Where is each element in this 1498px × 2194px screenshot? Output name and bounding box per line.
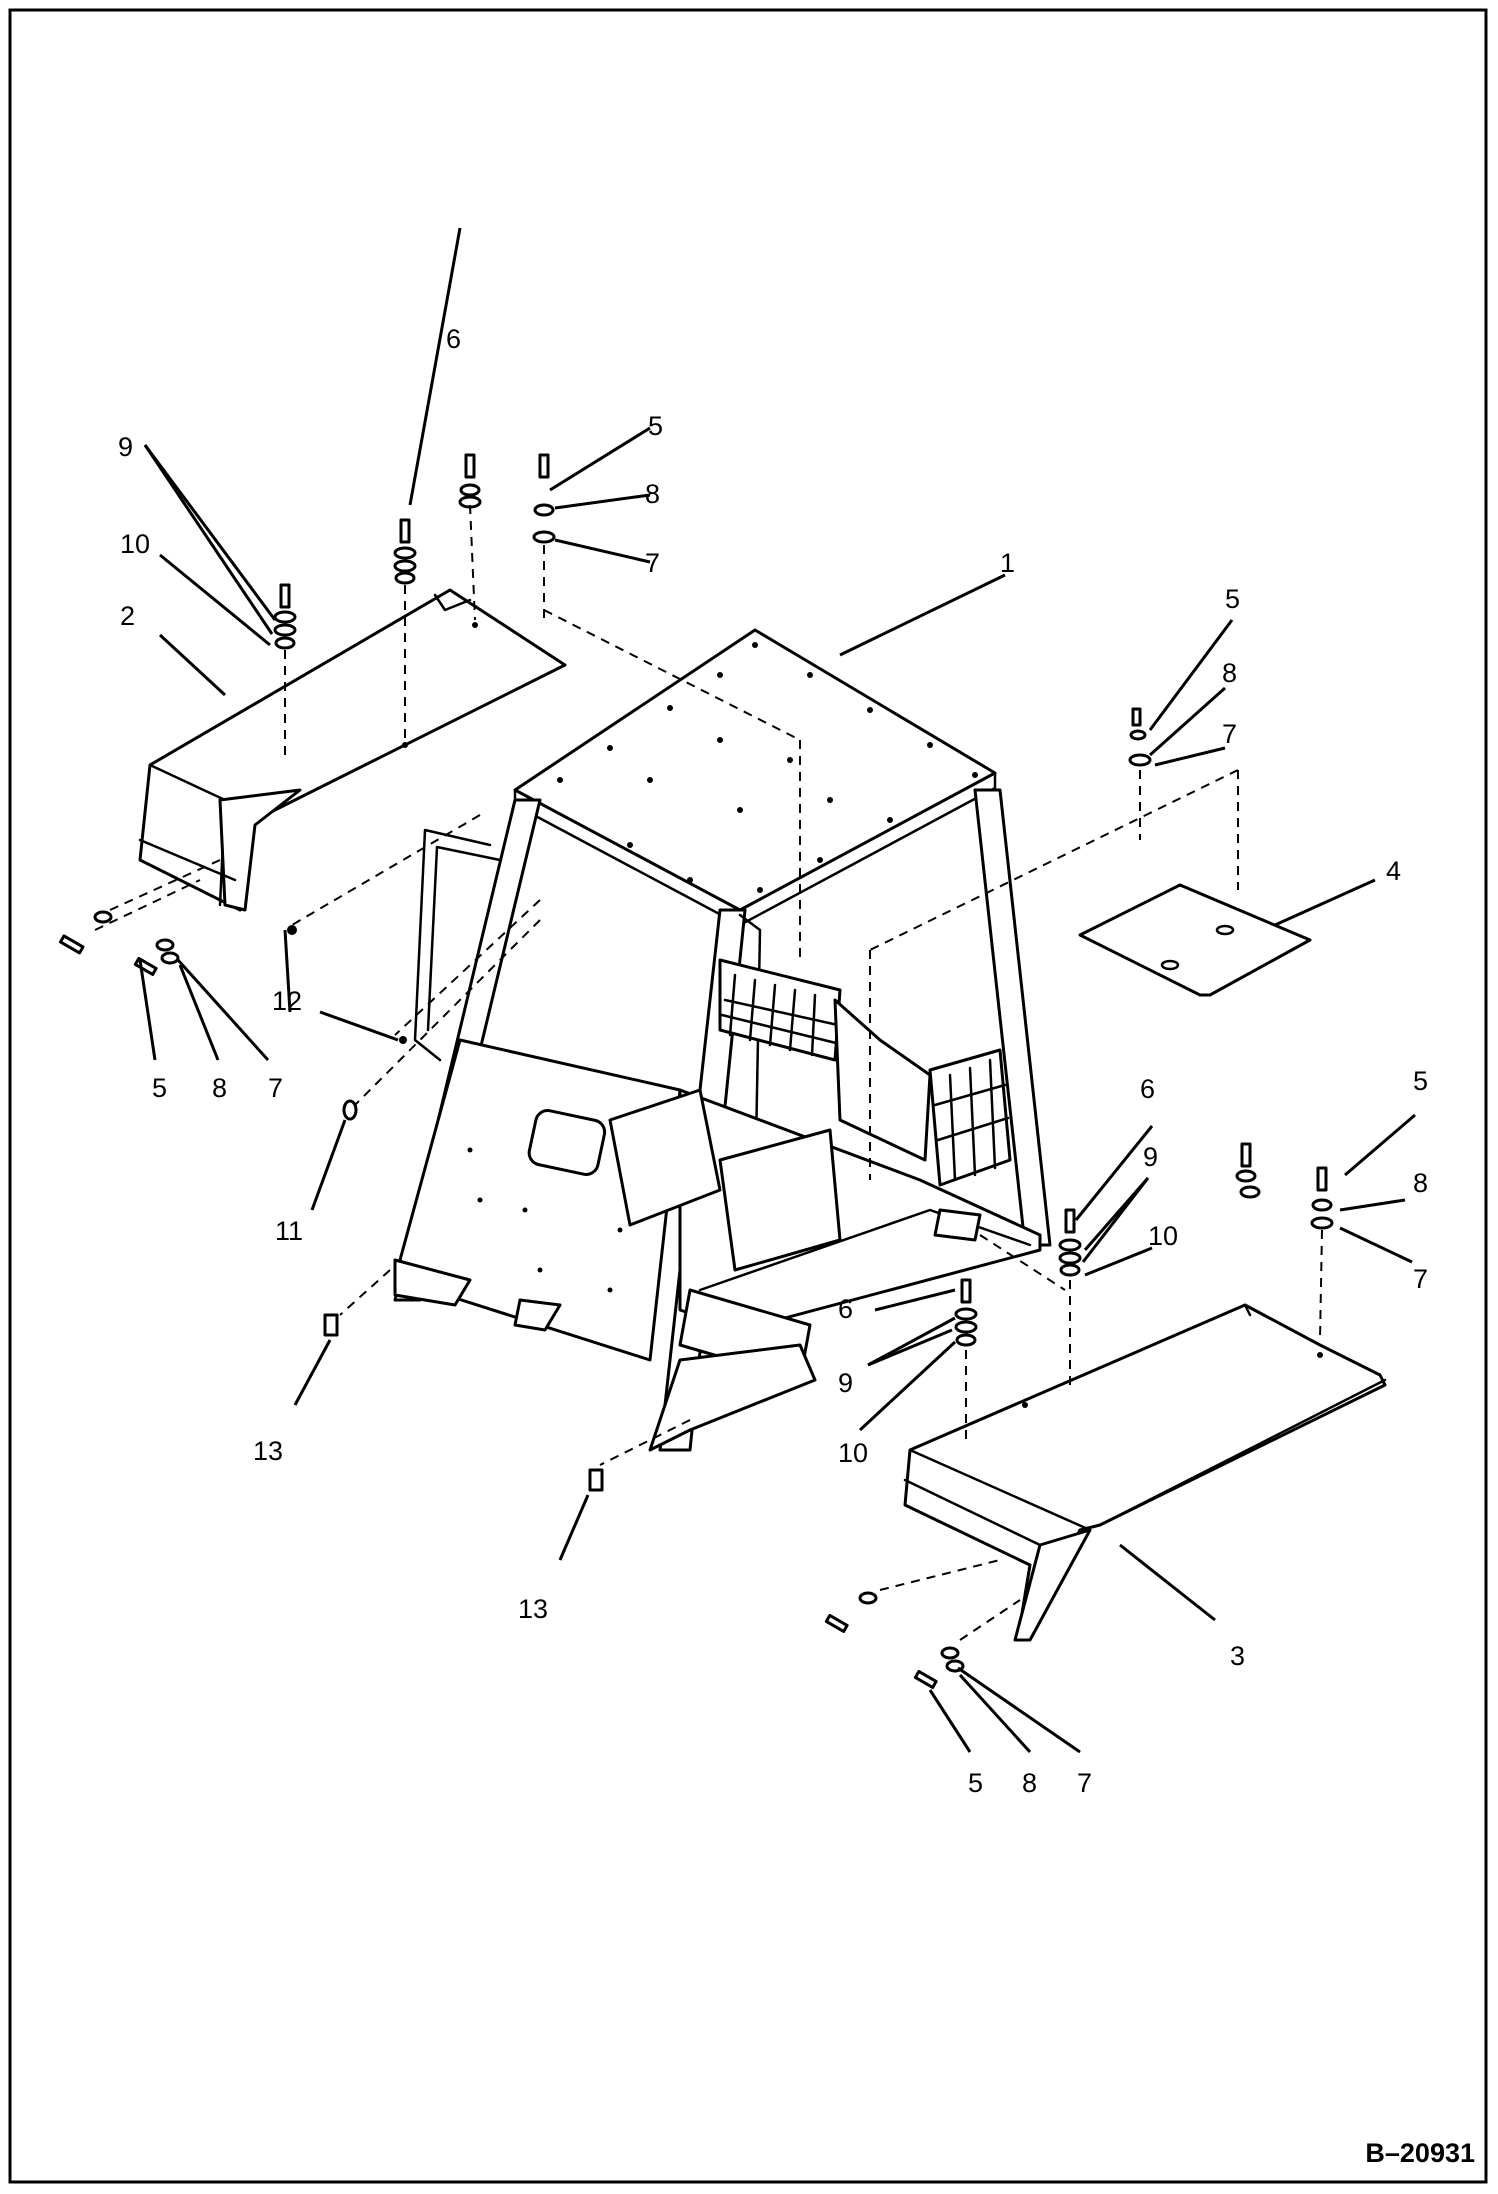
right-fender-body xyxy=(903,1303,1387,1642)
bolt-glyph xyxy=(399,518,411,544)
cab-frame-assembly xyxy=(393,628,1052,1452)
cover-plate xyxy=(1078,883,1312,997)
left-fender-cover xyxy=(138,588,567,912)
part-11-glyph xyxy=(342,1099,358,1121)
callout-3: 3 xyxy=(1230,1641,1245,1671)
left-fender-flange xyxy=(218,788,302,912)
part-13-glyph xyxy=(323,1313,339,1337)
callout-7-left-fender: 7 xyxy=(268,1073,283,1103)
cover-plate-body xyxy=(1078,883,1312,997)
console-box xyxy=(718,1128,842,1272)
callout-6-rear: 6 xyxy=(1140,1074,1155,1104)
callout-6-top: 6 xyxy=(446,324,461,354)
callout-5-right-fender: 5 xyxy=(968,1768,983,1798)
callout-13-left: 13 xyxy=(253,1436,283,1466)
callout-9-front: 9 xyxy=(838,1368,853,1398)
callout-13-center: 13 xyxy=(518,1594,548,1624)
callout-2: 2 xyxy=(120,601,135,631)
callout-7-right: 7 xyxy=(1413,1264,1428,1294)
rear-foot-mount xyxy=(933,1208,982,1242)
callout-9-top: 9 xyxy=(118,432,133,462)
drawing-number: B–20931 xyxy=(1365,2138,1475,2168)
callout-4: 4 xyxy=(1386,856,1401,886)
part-12-glyph xyxy=(287,925,297,935)
callout-6-front: 6 xyxy=(838,1294,853,1324)
right-fender-flange xyxy=(1013,1528,1092,1642)
callout-7-right-fender: 7 xyxy=(1077,1768,1092,1798)
callout-8-right: 8 xyxy=(1413,1168,1428,1198)
callout-7-top: 7 xyxy=(645,548,660,578)
callout-labels: 1 2 3 4 5 5 5 5 5 6 6 6 7 7 7 7 7 8 8 8 … xyxy=(118,324,1428,1798)
callout-10-front: 10 xyxy=(838,1438,868,1468)
callout-12: 12 xyxy=(272,986,302,1016)
callout-11: 11 xyxy=(275,1216,303,1246)
right-fender-cover xyxy=(903,1303,1387,1642)
callout-8-left-fender: 8 xyxy=(212,1073,227,1103)
callout-9-rear: 9 xyxy=(1143,1142,1158,1172)
callout-10-top: 10 xyxy=(120,529,150,559)
roof-bolt-holes xyxy=(557,642,978,893)
left-foot-mount xyxy=(393,1258,472,1307)
center-foot-mount xyxy=(513,1298,562,1332)
callout-leaders xyxy=(138,227,1416,1754)
grab-handle xyxy=(413,828,492,1062)
callout-8-plate: 8 xyxy=(1222,658,1237,688)
callout-8-right-fender: 8 xyxy=(1022,1768,1037,1798)
seat-box xyxy=(608,1088,722,1227)
side-panel-window xyxy=(527,1109,607,1176)
front-step-frame xyxy=(648,1343,817,1452)
callout-5-left-fender: 5 xyxy=(152,1073,167,1103)
rear-bulkhead xyxy=(833,998,932,1162)
rear-screen-grille xyxy=(718,958,1012,1187)
callout-1: 1 xyxy=(1000,548,1015,578)
cab-roof-panel xyxy=(513,628,997,912)
callout-5-top: 5 xyxy=(648,411,663,441)
rear-right-post xyxy=(973,788,1052,1247)
assembly-alignment-lines xyxy=(94,504,1323,1641)
callout-7-plate: 7 xyxy=(1222,719,1237,749)
side-panel-holes xyxy=(467,1147,623,1293)
callout-5-right: 5 xyxy=(1413,1066,1428,1096)
drawing-border xyxy=(8,8,1488,2184)
callout-10-rear: 10 xyxy=(1148,1221,1178,1251)
callout-5-plate: 5 xyxy=(1225,584,1240,614)
callout-8-top: 8 xyxy=(645,479,660,509)
